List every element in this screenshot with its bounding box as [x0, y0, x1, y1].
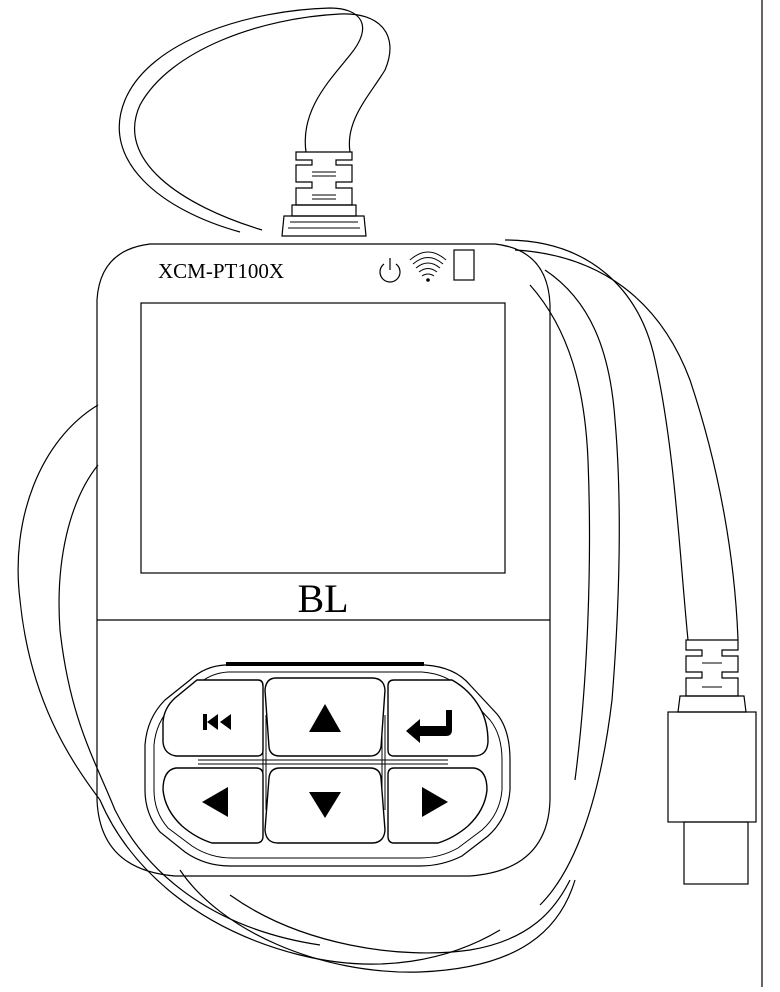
left-button[interactable] [162, 767, 264, 844]
model-label: XCM-PT100X [158, 259, 284, 283]
device-body [96, 243, 551, 877]
right-button[interactable] [387, 767, 488, 844]
wifi-icon [409, 251, 447, 282]
power-icon [379, 258, 401, 283]
down-button[interactable] [264, 767, 386, 844]
keypad [144, 662, 511, 867]
cable [17, 7, 739, 973]
back-button[interactable] [162, 679, 264, 757]
obd-plug-connector [667, 639, 757, 885]
battery-icon [453, 249, 475, 281]
brand-label: BL [297, 576, 348, 621]
display-screen [140, 302, 506, 574]
enter-button[interactable] [387, 679, 489, 757]
up-button[interactable] [264, 677, 386, 757]
top-connector [281, 151, 367, 237]
